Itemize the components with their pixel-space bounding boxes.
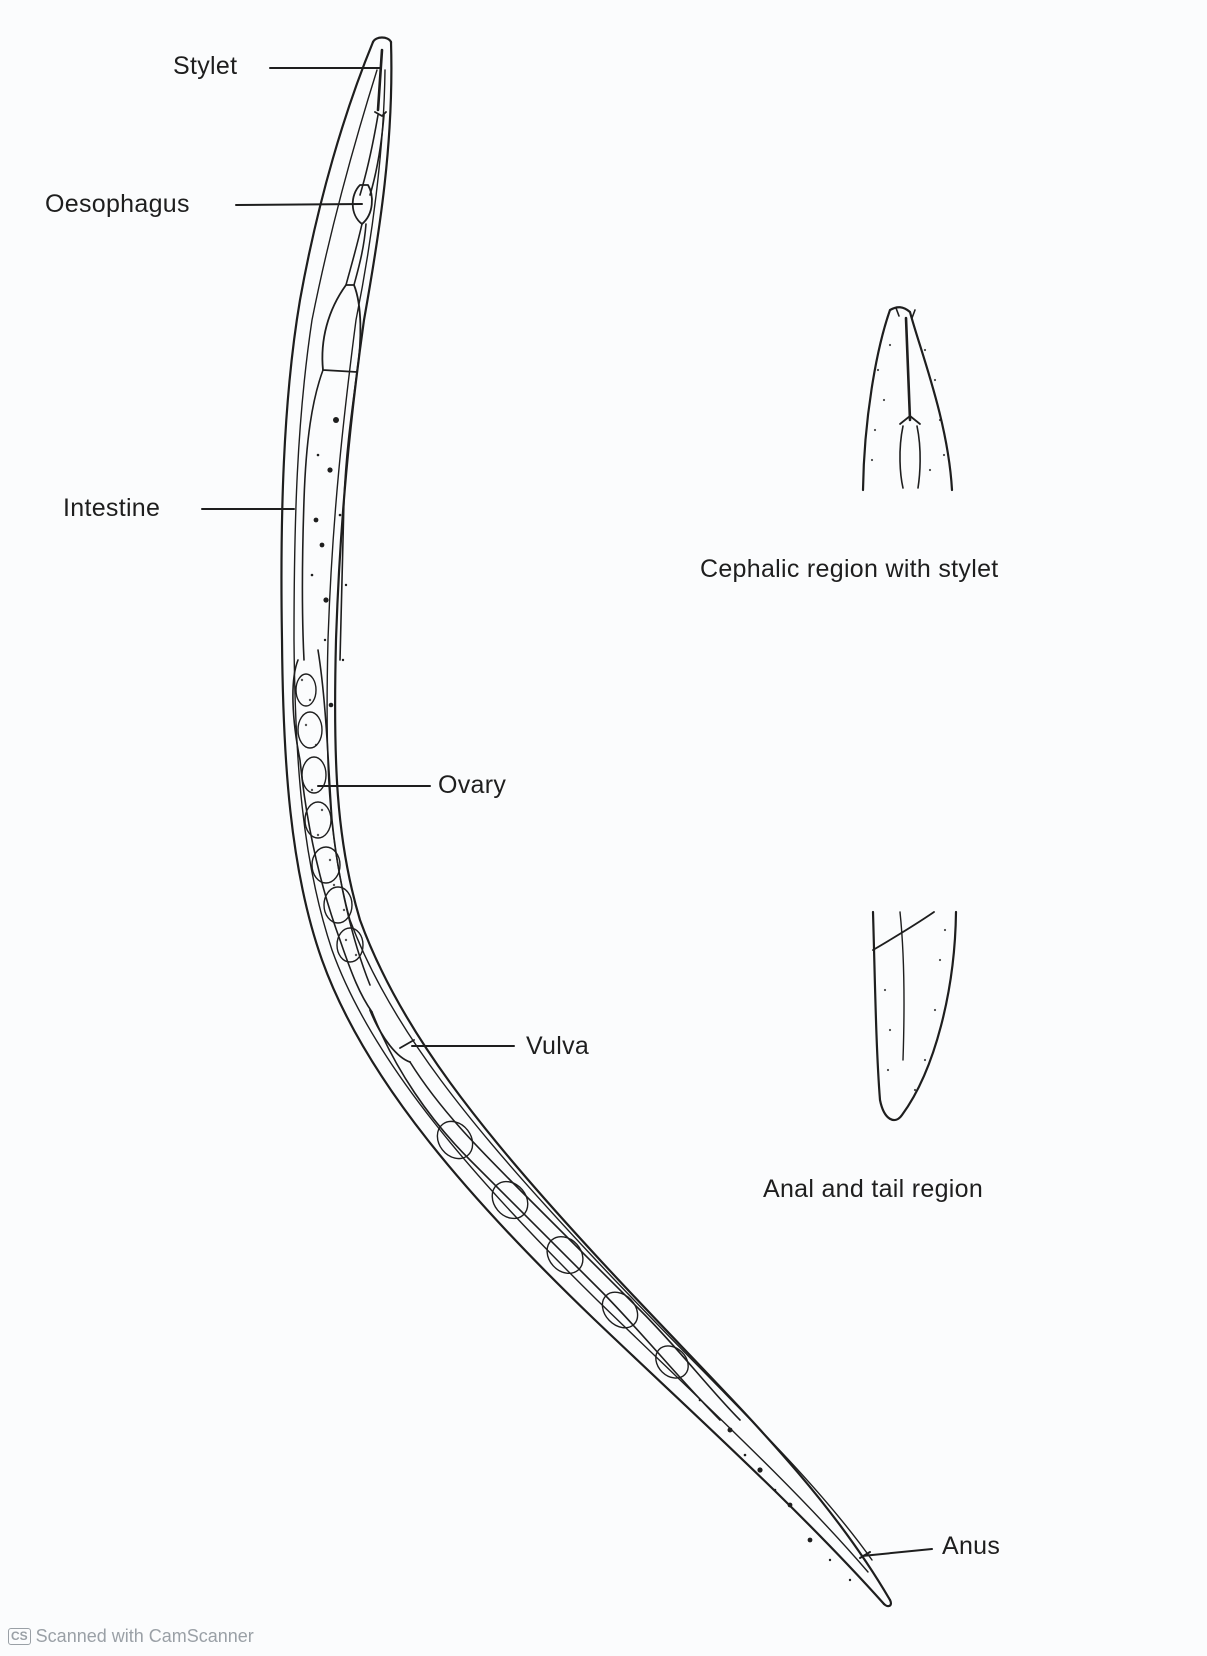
- camscanner-logo-icon: CS: [8, 1628, 31, 1645]
- label-anus: Anus: [942, 1532, 1000, 1561]
- label-oesophagus: Oesophagus: [45, 190, 190, 219]
- label-intestine: Intestine: [63, 494, 160, 523]
- leader-oesophagus: [236, 204, 362, 205]
- cephalic-inset: [863, 307, 952, 490]
- body-outline-right: [335, 42, 890, 1600]
- stylet-structure: [378, 50, 382, 110]
- intestine-structure: [303, 370, 358, 660]
- caption-anal-tail-region: Anal and tail region: [763, 1175, 983, 1204]
- label-stylet: Stylet: [173, 52, 237, 81]
- head-tip: [373, 38, 391, 43]
- watermark-text: Scanned with CamScanner: [36, 1626, 254, 1647]
- cephalic-stylet: [906, 318, 910, 420]
- anal-tail-inset: [873, 912, 956, 1120]
- caption-cephalic-region: Cephalic region with stylet: [700, 555, 999, 584]
- label-vulva: Vulva: [526, 1032, 589, 1061]
- nematode-body: [281, 38, 890, 1607]
- tail-tip: [884, 1600, 891, 1606]
- camscanner-watermark: CS Scanned with CamScanner: [8, 1626, 254, 1647]
- label-ovary: Ovary: [438, 771, 506, 800]
- leader-lines: [202, 68, 932, 1556]
- leader-anus: [862, 1549, 932, 1556]
